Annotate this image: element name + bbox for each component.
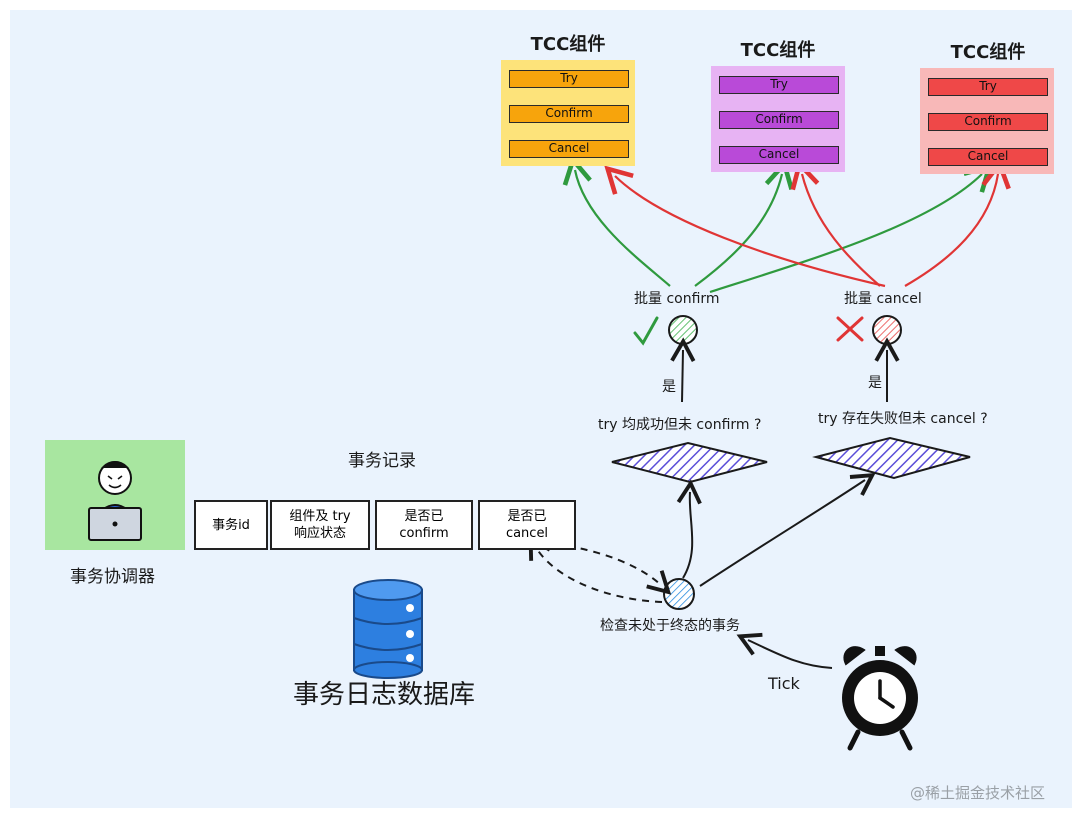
confirm-arrows bbox=[562, 155, 993, 294]
diagram-canvas: TCC组件 Try Confirm Cancel TCC组件 Try Confi… bbox=[10, 10, 1072, 808]
cancel-decision bbox=[812, 436, 971, 480]
tcc3-cancel: Cancel bbox=[928, 148, 1048, 166]
confirm-yes-arrow bbox=[670, 337, 696, 403]
coordinator-figure bbox=[45, 440, 185, 550]
confirm-decision bbox=[611, 441, 768, 484]
cancel-node bbox=[872, 315, 902, 345]
yes-label-confirm: 是 bbox=[662, 379, 676, 395]
cancel-condition: try 存在失败但未 cancel ? bbox=[818, 411, 988, 427]
tx-record-cell-confirm: 是否已 confirm bbox=[375, 500, 473, 550]
tcc-component-3: Try Confirm Cancel bbox=[920, 68, 1054, 174]
tcc1-cancel: Cancel bbox=[509, 140, 629, 158]
confirm-node bbox=[668, 315, 698, 345]
tcc-title-1: TCC组件 bbox=[530, 34, 606, 55]
tx-record-cell-id: 事务id bbox=[194, 500, 268, 550]
tcc1-confirm: Confirm bbox=[509, 105, 629, 123]
tcc-title-2: TCC组件 bbox=[740, 40, 816, 61]
to-cancel-decision-arrow bbox=[699, 472, 876, 587]
tcc2-confirm: Confirm bbox=[719, 111, 839, 129]
database-icon bbox=[353, 579, 423, 679]
tick-label: Tick bbox=[768, 674, 800, 693]
tcc-title-3: TCC组件 bbox=[950, 42, 1026, 63]
tcc1-try: Try bbox=[509, 70, 629, 88]
tcc-component-2: Try Confirm Cancel bbox=[711, 66, 845, 172]
tcc2-try: Try bbox=[719, 76, 839, 94]
cancel-arrows bbox=[604, 159, 1011, 288]
tx-record-cell-status: 组件及 try 响应状态 bbox=[270, 500, 370, 550]
tcc-component-1: Try Confirm Cancel bbox=[501, 60, 635, 166]
check-node bbox=[663, 578, 695, 610]
arrows-layer bbox=[45, 155, 1011, 751]
alarm-clock-icon bbox=[842, 646, 918, 751]
to-confirm-decision-arrow bbox=[676, 479, 702, 579]
tcc3-confirm: Confirm bbox=[928, 113, 1048, 131]
tick-arrow bbox=[736, 632, 833, 669]
check-mark-icon bbox=[633, 316, 659, 346]
tcc2-cancel: Cancel bbox=[719, 146, 839, 164]
batch-confirm-label: 批量 confirm bbox=[634, 291, 720, 307]
tx-record-cell-cancel: 是否已 cancel bbox=[478, 500, 576, 550]
watermark: @稀土掘金技术社区 bbox=[910, 784, 1046, 802]
database-label: 事务日志数据库 bbox=[293, 680, 476, 710]
tx-record-title: 事务记录 bbox=[348, 451, 416, 471]
cross-mark-icon bbox=[836, 316, 864, 342]
coordinator-label: 事务协调器 bbox=[70, 567, 155, 587]
check-label: 检查未处于终态的事务 bbox=[600, 618, 740, 634]
yes-label-cancel: 是 bbox=[868, 375, 882, 391]
tcc3-try: Try bbox=[928, 78, 1048, 96]
batch-cancel-label: 批量 cancel bbox=[844, 291, 922, 307]
confirm-condition: try 均成功但未 confirm ? bbox=[598, 417, 762, 433]
write-record-arrow bbox=[528, 535, 663, 603]
